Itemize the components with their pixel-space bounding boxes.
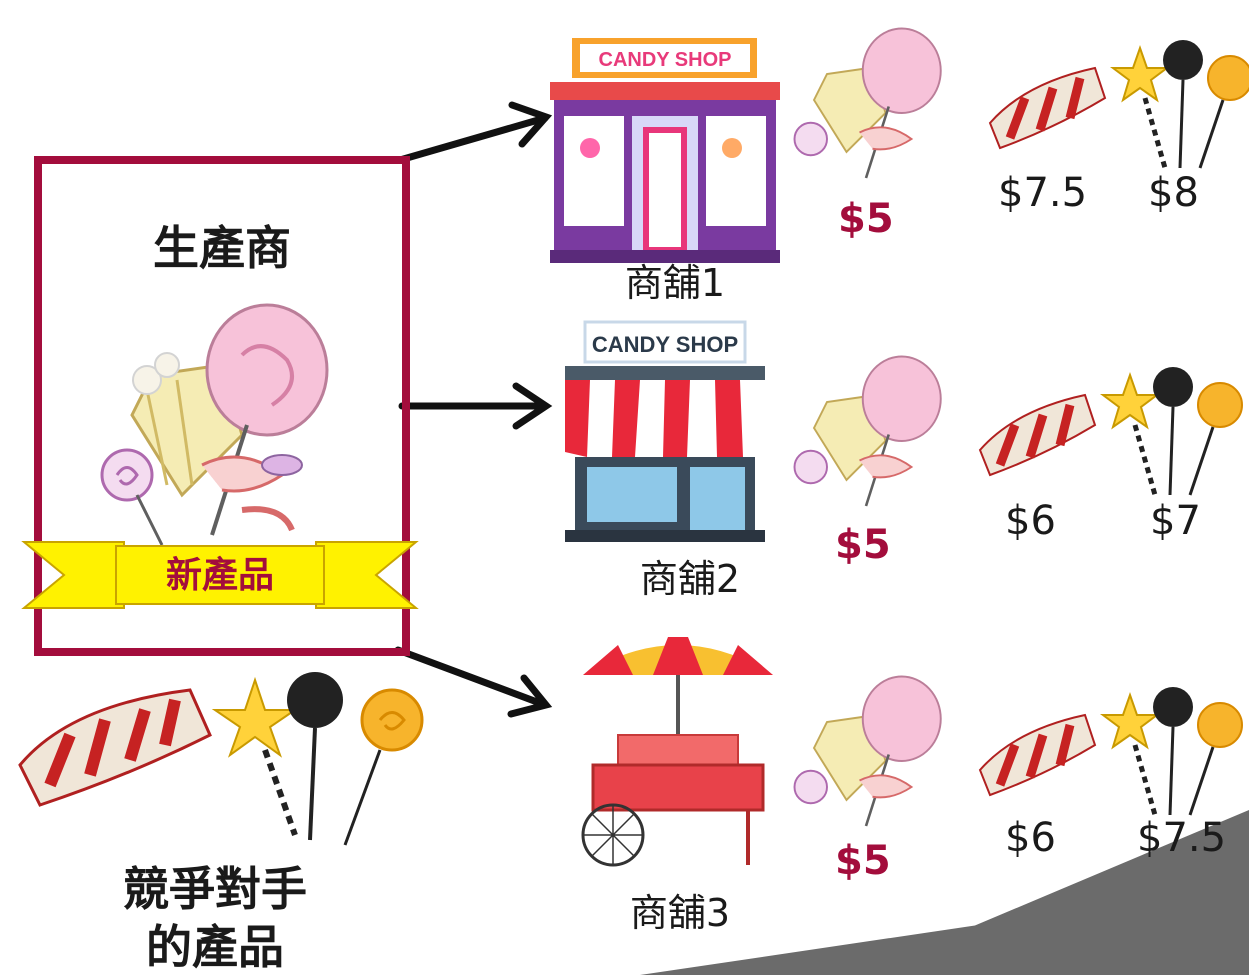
store3-name: 商舖3: [629, 891, 731, 935]
new-product-label: 新產品: [165, 555, 274, 596]
store2-competitor-price-1: $6: [1005, 498, 1056, 544]
arrow-to-store-3: [394, 646, 553, 718]
candy-cart-icon: [581, 637, 773, 867]
store2-new-product-price: $5: [835, 522, 891, 568]
store3-new-product-price: $5: [835, 838, 891, 884]
store1-candy-bundle-icon: [793, 27, 942, 179]
competitor-label: 競爭對手 的產品: [50, 860, 380, 976]
arrow-to-store-1: [396, 101, 553, 164]
store2-sign-text: CANDY SHOP: [592, 332, 738, 357]
candy-shop-icon: CANDY SHOP: [550, 38, 780, 263]
producer-box: [34, 156, 410, 656]
candy-bundle-icon: [100, 303, 329, 546]
store3-competitor-price-2: $7.5: [1137, 815, 1227, 861]
arrow-to-store-2: [398, 382, 553, 430]
competitor-candy-icon: [18, 672, 424, 846]
store1-competitor-price-1: $7.5: [998, 170, 1088, 216]
store2-candy-bundle-icon: [793, 355, 942, 507]
store-front-icon: CANDY SHOP: [565, 320, 765, 542]
store1-competitor-candy-icon: [988, 40, 1249, 169]
store1-new-product-price: $5: [838, 196, 894, 242]
store1-name: 商舖1: [624, 261, 726, 305]
new-product-ribbon: [21, 541, 419, 609]
store2-name: 商舖2: [639, 557, 741, 601]
store2-competitor-candy-icon: [978, 367, 1243, 496]
producer-title: 生產商: [153, 221, 291, 275]
store3-competitor-price-1: $6: [1005, 815, 1056, 861]
store1-competitor-price-2: $8: [1148, 170, 1199, 216]
store2-competitor-price-2: $7: [1150, 498, 1201, 544]
store3-candy-bundle-icon: [793, 675, 942, 827]
competitor-label-line1: 競爭對手: [123, 862, 307, 916]
competitor-label-line2: 的產品: [146, 920, 284, 974]
store1-sign-text: CANDY SHOP: [599, 49, 732, 71]
store3-competitor-candy-icon: [978, 687, 1243, 816]
